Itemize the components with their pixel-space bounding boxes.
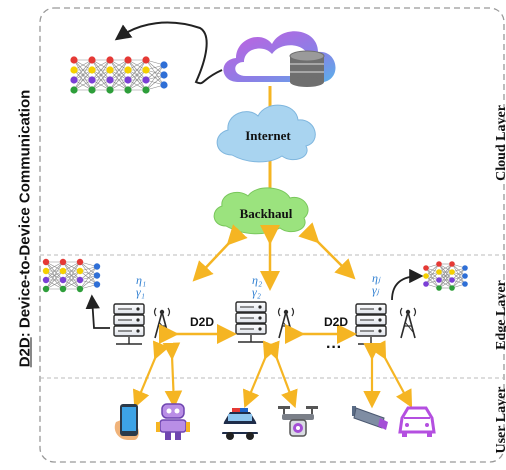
- internet-cloud-icon: [216, 104, 316, 163]
- link-srv1-robot: [162, 342, 183, 409]
- d2d-label-right: D2D: [324, 315, 348, 329]
- link-backhaul-serverj: [298, 222, 356, 280]
- drone-icon: [278, 406, 318, 437]
- outer-frame: [39, 7, 505, 463]
- link-srv2-drone: [263, 340, 298, 409]
- backhaul-cloud-icon: [213, 187, 309, 235]
- side-title: D2D: Device-to-Device Communication: [17, 64, 34, 394]
- cloud-to-model-arrow: [192, 41, 218, 84]
- model-download-arrow: [115, 25, 226, 82]
- antenna-icon: [399, 307, 417, 339]
- link-srv2-police: [242, 340, 280, 409]
- server-icon: [235, 301, 267, 343]
- serverj-eta: ηⱼ: [372, 271, 381, 285]
- server-icon: [113, 303, 145, 345]
- server1-eta: η₁: [136, 273, 146, 287]
- server-icon: [355, 303, 387, 345]
- cloud-layer-label: Cloud Layer: [494, 105, 506, 181]
- neural-network-icon: [70, 56, 168, 94]
- internet-label: Internet: [245, 128, 291, 143]
- antenna-icon: [153, 307, 171, 339]
- link-backhaul-server1: [192, 224, 248, 282]
- side-title-rest: : Device-to-Device Communication: [16, 89, 34, 338]
- backhaul-label: Backhaul: [240, 206, 293, 221]
- server2-eta: η₂: [252, 273, 262, 287]
- user-layer-label: User Layer: [494, 386, 506, 454]
- smartphone-icon: [114, 404, 139, 440]
- robot-icon: [156, 403, 190, 440]
- arrow-serverj-to-model: [391, 268, 424, 301]
- car-icon: [398, 406, 436, 437]
- cctv-camera-icon: [352, 406, 388, 430]
- database-icon: [289, 50, 325, 87]
- link-srvj-car: [369, 340, 413, 408]
- link-srv1-phone: [132, 340, 170, 409]
- serverj-gamma: γⱼ: [372, 283, 380, 297]
- server1-gamma: γ₁: [136, 285, 145, 299]
- edge-layer-label: Edge Layer: [494, 280, 506, 350]
- arrow-to-model: [114, 21, 223, 85]
- arrow-server1-to-model: [85, 294, 110, 329]
- antenna-icon: [277, 307, 295, 339]
- police-car-icon: [222, 408, 258, 440]
- side-title-prefix: D2D: [16, 337, 34, 368]
- edge-neural-network-left-icon: [42, 258, 101, 293]
- edge-neural-network-right-icon: [423, 261, 468, 291]
- server2-gamma: γ₂: [252, 285, 261, 299]
- d2d-label-left: D2D: [190, 315, 214, 329]
- ellipsis-dots: ···: [326, 339, 342, 356]
